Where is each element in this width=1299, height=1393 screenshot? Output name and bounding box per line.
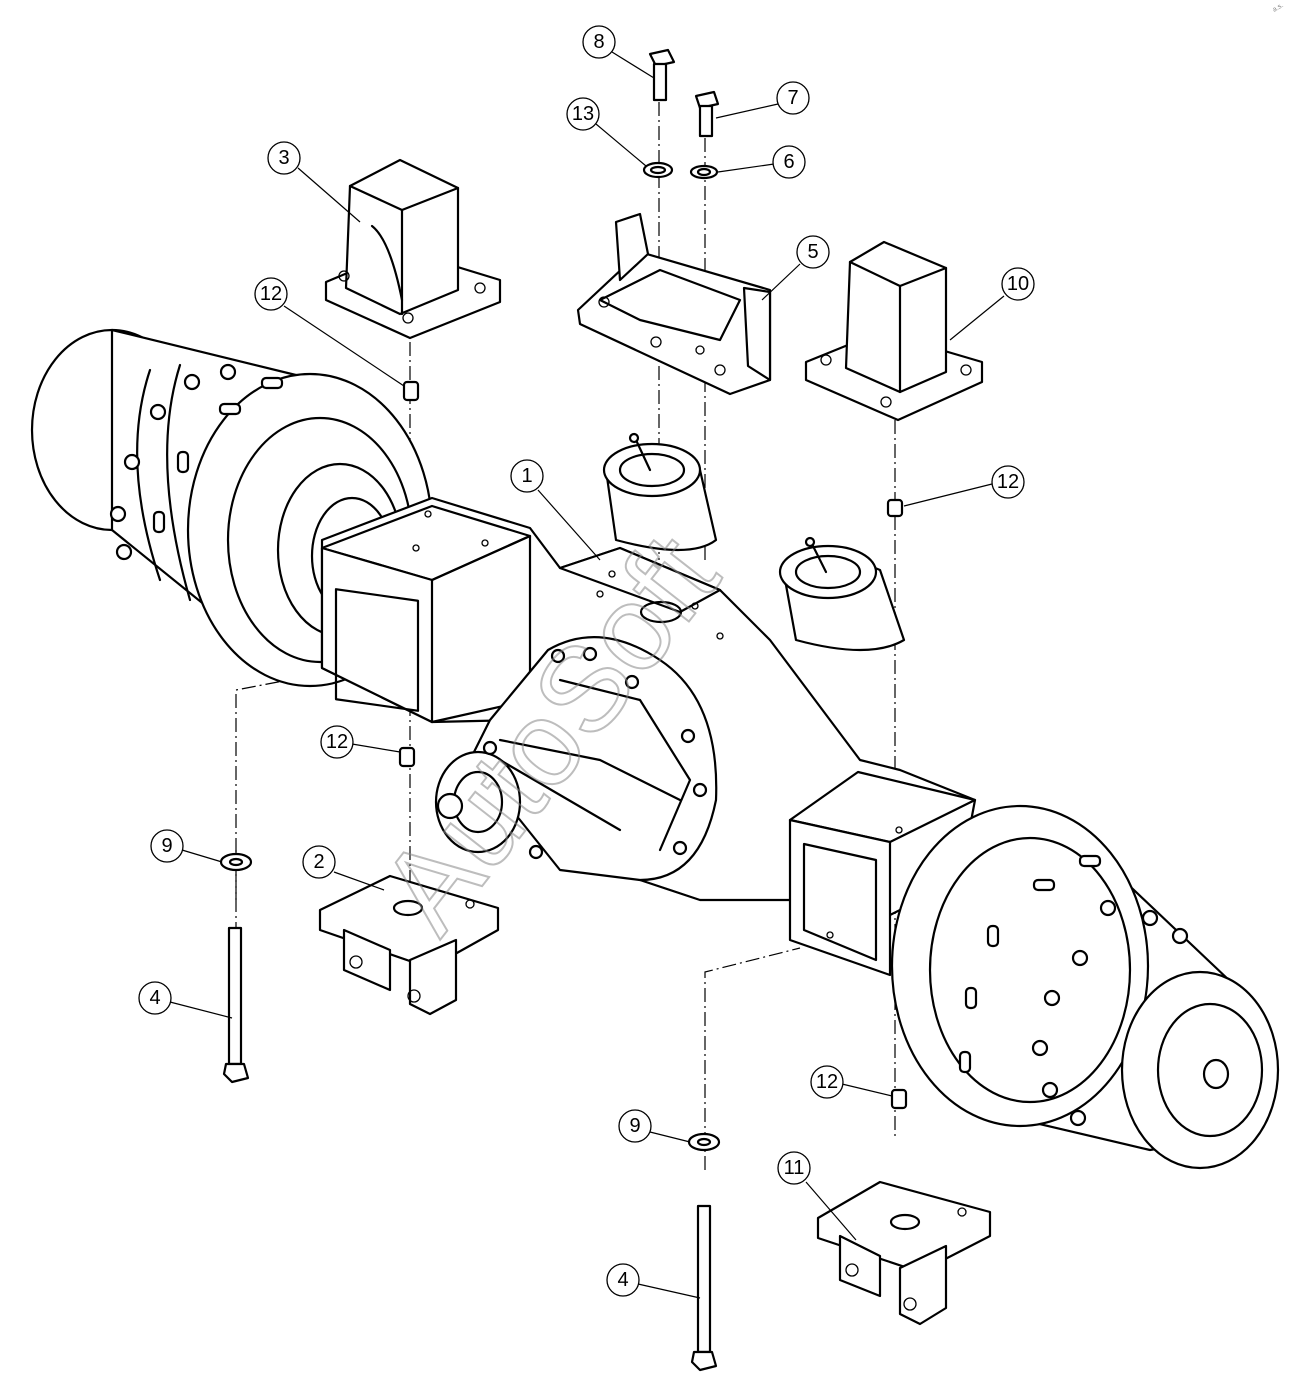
callout-1: 1 bbox=[510, 459, 601, 561]
callout-12-a: 12 bbox=[254, 277, 405, 387]
washer-part-13 bbox=[642, 161, 674, 179]
callout-6: 6 bbox=[717, 145, 806, 179]
svg-text:2: 2 bbox=[313, 851, 324, 873]
diff-bolts bbox=[482, 646, 708, 860]
svg-text:9: 9 bbox=[629, 1115, 640, 1137]
callout-11: 11 bbox=[777, 1151, 857, 1241]
bracket-part-2 bbox=[318, 874, 500, 1016]
long-bolt-part-4-b bbox=[690, 1204, 718, 1372]
right-hub-studs bbox=[1031, 899, 1189, 1127]
svg-text:9: 9 bbox=[161, 835, 172, 857]
svg-text:10: 10 bbox=[1007, 273, 1029, 295]
callout-4-b: 4 bbox=[606, 1263, 701, 1299]
callout-7: 7 bbox=[715, 81, 810, 119]
callout-10: 10 bbox=[949, 267, 1035, 341]
callout-3: 3 bbox=[267, 141, 361, 223]
callout-4-a: 4 bbox=[138, 981, 233, 1019]
svg-text:5: 5 bbox=[807, 241, 818, 263]
svg-text:8: 8 bbox=[593, 31, 604, 53]
bracket-part-11 bbox=[816, 1180, 992, 1326]
svg-text:1: 1 bbox=[521, 465, 532, 487]
washer-part-9-b bbox=[687, 1132, 721, 1152]
washer-part-9-a bbox=[219, 852, 253, 872]
svg-text:12: 12 bbox=[997, 471, 1019, 493]
dowel-part-12-d bbox=[890, 1088, 908, 1110]
svg-text:12: 12 bbox=[260, 283, 282, 305]
right-hub-slots bbox=[958, 854, 1102, 1074]
bolt-part-7 bbox=[694, 90, 720, 138]
svg-text:12: 12 bbox=[816, 1071, 838, 1093]
callout-12-d: 12 bbox=[810, 1065, 893, 1099]
callout-12-b: 12 bbox=[903, 465, 1025, 507]
callout-9-a: 9 bbox=[150, 829, 223, 863]
bracket-part-3 bbox=[324, 158, 502, 340]
bracket-part-10 bbox=[804, 240, 984, 422]
callout-9-b: 9 bbox=[618, 1109, 691, 1143]
left-hub-studs bbox=[109, 363, 237, 561]
svg-text:3: 3 bbox=[278, 147, 289, 169]
differential-carrier bbox=[434, 636, 718, 882]
corner-mark: a.s. bbox=[1272, 2, 1285, 14]
right-wheel-hub bbox=[890, 804, 1280, 1170]
left-hub-slots bbox=[152, 376, 284, 534]
callout-13: 13 bbox=[566, 97, 647, 167]
svg-text:4: 4 bbox=[617, 1269, 628, 1291]
dowel-part-12-a bbox=[402, 380, 420, 402]
dowel-part-12-b bbox=[886, 498, 904, 518]
washer-part-6 bbox=[689, 164, 719, 180]
bracket-part-5 bbox=[576, 212, 772, 396]
callout-12-c: 12 bbox=[320, 725, 401, 759]
bolt-part-8 bbox=[648, 48, 676, 102]
callout-8: 8 bbox=[582, 25, 655, 79]
svg-text:12: 12 bbox=[326, 731, 348, 753]
dowel-part-12-c bbox=[398, 746, 416, 768]
callout-2: 2 bbox=[302, 845, 385, 891]
svg-text:6: 6 bbox=[783, 151, 794, 173]
svg-text:13: 13 bbox=[572, 103, 594, 125]
long-bolt-part-4-a bbox=[222, 926, 250, 1084]
callouts: 1 2 3 4 4 5 6 bbox=[138, 25, 1035, 1299]
svg-text:4: 4 bbox=[149, 987, 160, 1009]
svg-text:7: 7 bbox=[787, 87, 798, 109]
svg-text:11: 11 bbox=[784, 1157, 805, 1179]
callout-5: 5 bbox=[761, 235, 830, 301]
brake-chamber-right bbox=[778, 536, 906, 652]
brake-chamber-left bbox=[602, 432, 718, 552]
